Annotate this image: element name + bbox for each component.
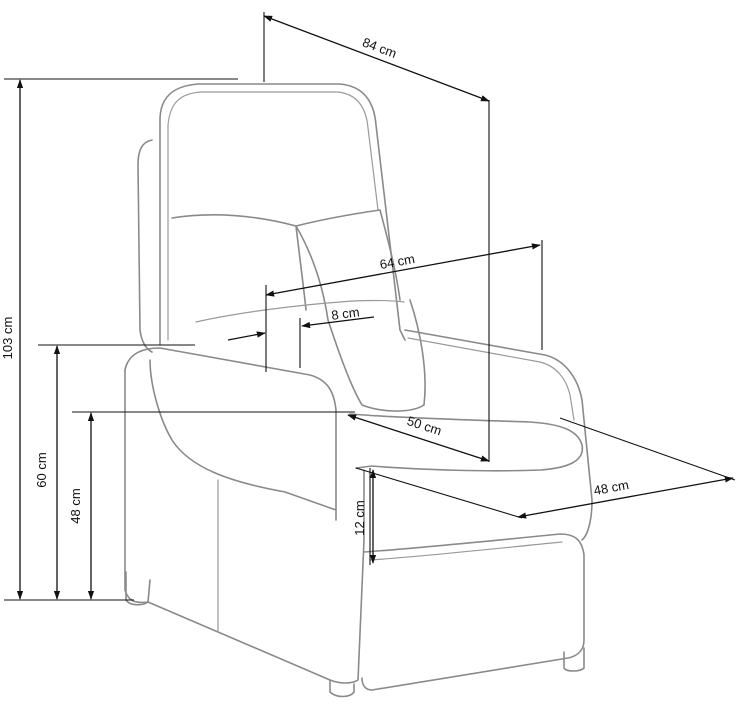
leg-height-label: 12 cm [352, 500, 367, 535]
left-armrest [124, 347, 337, 521]
depth-total-label: 84 cm [360, 35, 398, 62]
armrest-width-label: 8 cm [330, 304, 360, 323]
seat-width-dimension-line [517, 476, 734, 519]
armrest-height-label: 60 cm [34, 452, 49, 487]
width-total-dimension-line [265, 243, 541, 297]
backrest-outline [159, 83, 406, 346]
width-total-label: 64 cm [378, 251, 416, 272]
rear-right-leg [563, 647, 585, 672]
chair-back-frame [137, 139, 153, 353]
seat-cushion [349, 413, 584, 472]
seat-width-label: 48 cm [592, 477, 630, 498]
extension-lines [4, 12, 736, 601]
footrest [361, 533, 585, 691]
back-seam [195, 299, 405, 323]
head-cushion [171, 209, 401, 301]
seat-depth-dimension-line [347, 414, 490, 462]
height-total-label: 103 cm [0, 317, 15, 360]
seat-depth-label: 50 cm [405, 413, 443, 438]
centre-leg [329, 679, 355, 698]
right-armrest [404, 329, 593, 541]
seat-height-label: 48 cm [68, 488, 83, 523]
recliner-chair-drawing [124, 83, 593, 698]
chair-body-front [124, 369, 365, 684]
armrest-width-dimension-line [227, 331, 266, 341]
depth-total-dimension-line [263, 15, 490, 102]
